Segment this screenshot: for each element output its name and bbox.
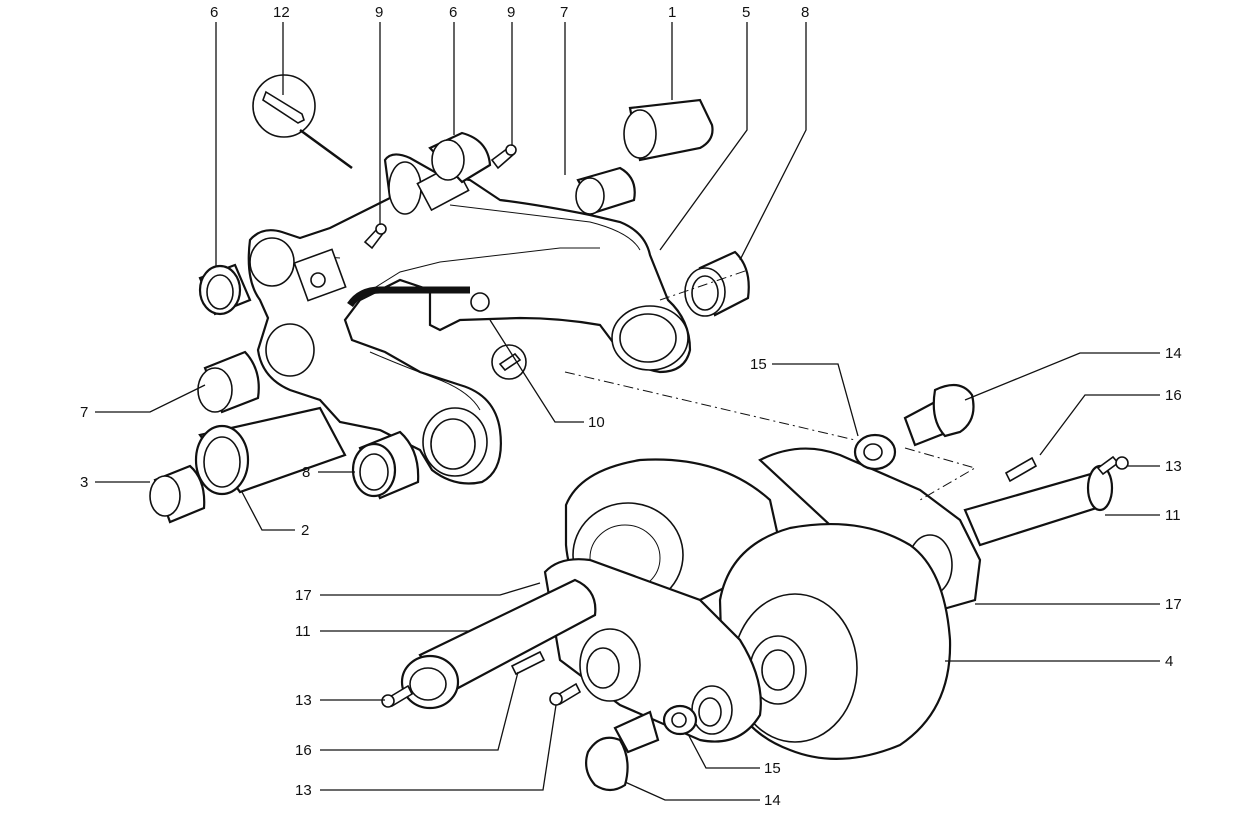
callout-8: 8 [801, 4, 810, 21]
callout-14: 14 [764, 792, 781, 809]
callout-7: 7 [560, 4, 569, 21]
callout-6: 6 [449, 4, 458, 21]
callout-11: 11 [295, 623, 311, 640]
callout-11: 11 [1165, 507, 1181, 524]
callout-9: 9 [507, 4, 516, 21]
callout-3: 3 [80, 474, 89, 491]
roller-bogie-part-4 [543, 447, 982, 760]
centerlines [564, 269, 977, 501]
pins-11 [400, 464, 1114, 710]
callout-2: 2 [301, 522, 310, 539]
callout-13: 13 [295, 782, 312, 799]
callout-13: 13 [1165, 458, 1182, 475]
fasteners [381, 383, 1129, 792]
callout-8: 8 [302, 464, 311, 481]
pin-12-detail [252, 74, 353, 170]
callout-9: 9 [375, 4, 384, 21]
bushings [149, 98, 750, 524]
callout-13: 13 [295, 692, 312, 709]
callout-16: 16 [1165, 387, 1182, 404]
callout-14: 14 [1165, 345, 1182, 362]
callout-1: 1 [668, 4, 677, 21]
callout-15: 15 [750, 356, 767, 373]
callout-17: 17 [295, 587, 312, 604]
callout-6: 6 [210, 4, 219, 21]
grease-fittings [363, 144, 527, 380]
callout-12: 12 [273, 4, 290, 21]
callout-16: 16 [295, 742, 312, 759]
callout-10: 10 [588, 414, 605, 431]
callout-5: 5 [742, 4, 751, 21]
leader-lines [95, 22, 1160, 801]
callout-17: 17 [1165, 596, 1182, 613]
callout-7: 7 [80, 404, 89, 421]
callout-4: 4 [1165, 653, 1174, 670]
callout-15: 15 [764, 760, 781, 777]
